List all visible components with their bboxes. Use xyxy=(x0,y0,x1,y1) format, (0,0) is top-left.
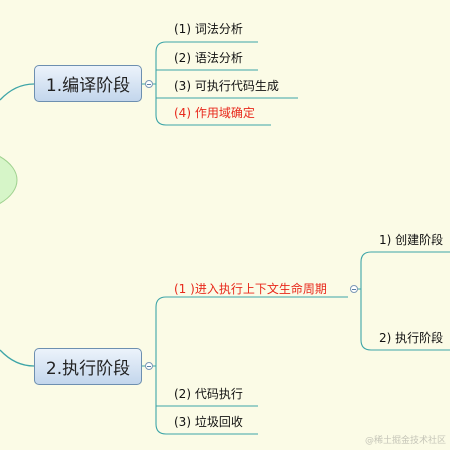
watermark: @稀土掘金技术社区 xyxy=(364,436,446,446)
connector-lifecycle xyxy=(358,251,450,351)
execute-stage-node[interactable]: 2.执行阶段 xyxy=(34,348,142,385)
connector-root-execute xyxy=(0,349,35,367)
compile-child-scope-determination[interactable]: (4) 作用域确定 xyxy=(174,106,255,120)
root-node[interactable] xyxy=(0,146,18,214)
execute-collapse-toggle[interactable] xyxy=(145,362,153,370)
connector-root-compile xyxy=(0,83,35,101)
compile-child-lexical-analysis[interactable]: (1) 词法分析 xyxy=(174,22,243,36)
lifecycle-child-execution-phase[interactable]: 2) 执行阶段 xyxy=(379,331,444,345)
connector-compile-trunk xyxy=(142,52,167,126)
execute-child-code-execution[interactable]: (2) 代码执行 xyxy=(174,387,243,401)
execute-child-enter-context-lifecycle[interactable]: (1 )进入执行上下文生命周期 xyxy=(174,282,327,296)
lifecycle-child-creation-phase[interactable]: 1) 创建阶段 xyxy=(379,233,444,247)
compile-child-syntax-analysis[interactable]: (2) 语法分析 xyxy=(174,51,243,65)
compile-child-code-generation[interactable]: (3) 可执行代码生成 xyxy=(174,79,279,93)
lifecycle-collapse-toggle[interactable] xyxy=(350,285,358,293)
execute-child-garbage-collection[interactable]: (3) 垃圾回收 xyxy=(174,415,243,429)
connector-compile-1 xyxy=(155,41,258,53)
compile-collapse-toggle[interactable] xyxy=(145,80,153,88)
compile-stage-node[interactable]: 1.编译阶段 xyxy=(34,65,142,102)
